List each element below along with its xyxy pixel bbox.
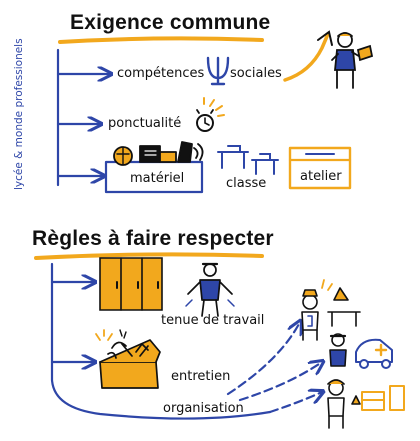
section1-bracket: [56, 48, 110, 187]
title-underline-2: [34, 252, 264, 260]
label-atelier: atelier: [300, 169, 342, 184]
locker-icon: [99, 257, 163, 311]
side-label: lycée & monde professionels: [13, 38, 25, 190]
label-organisation: organisation: [163, 401, 244, 416]
atelier-icon: [288, 146, 352, 190]
label-sociales: sociales: [230, 66, 282, 81]
dashed-arrows: [226, 322, 322, 414]
rising-arrow: [283, 30, 333, 82]
label-entretien: entretien: [171, 369, 231, 384]
label-tenue: tenue de travail: [161, 313, 265, 328]
person-reading-icon: [331, 32, 374, 89]
section2-bracket: [50, 262, 272, 420]
toolbox-icon: [95, 329, 161, 389]
psi-icon: [206, 56, 230, 86]
worker-figure-2-icon: [329, 333, 393, 369]
section1-title: Exigence commune: [70, 11, 271, 34]
materiel-box-icon: [104, 141, 204, 194]
worker-outfit-icon: [185, 262, 235, 317]
label-classe: classe: [226, 176, 267, 191]
label-competences: compétences: [117, 66, 205, 81]
worker-figure-3-icon: [327, 379, 405, 429]
label-materiel: matériel: [130, 171, 185, 186]
worker-figure-1-icon: [301, 279, 361, 341]
label-ponctualite: ponctualité: [108, 116, 182, 131]
classroom-icon: [217, 145, 279, 175]
alarm-clock-icon: [196, 97, 225, 132]
title-underline-1: [58, 36, 264, 44]
section2-title: Règles à faire respecter: [32, 227, 274, 250]
